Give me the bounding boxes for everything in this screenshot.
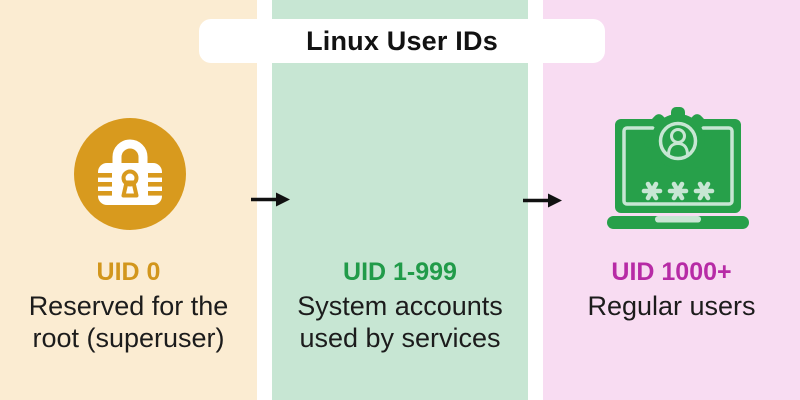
description-line: used by services	[299, 323, 501, 353]
laptop-password-gear-icon	[607, 103, 749, 234]
lock-icon	[74, 118, 186, 235]
description-line: Reserved for the	[28, 291, 229, 321]
uid-range-label-system: UID 1-999	[343, 258, 457, 286]
right-arrow-icon	[522, 192, 562, 214]
caption-regular: UID 1000+ Regular users	[543, 257, 800, 322]
uid-range-label-root: UID 0	[96, 258, 161, 286]
description-line: Regular users	[587, 291, 756, 321]
column-root-uid: UID 0 Reserved for the root (superuser)	[0, 0, 257, 400]
description-line: System accounts	[297, 291, 503, 321]
description-line: root (superuser)	[32, 323, 225, 353]
caption-system: UID 1-999 System accounts used by servic…	[272, 257, 528, 354]
right-arrow-icon	[250, 191, 290, 213]
uid-range-label-regular: UID 1000+	[611, 258, 732, 286]
title-banner: Linux User IDs	[199, 19, 605, 63]
column-system-uid: UID 1-999 System accounts used by servic…	[272, 0, 749, 400]
caption-root: UID 0 Reserved for the root (superuser)	[0, 257, 257, 354]
page-title: Linux User IDs	[306, 25, 498, 56]
